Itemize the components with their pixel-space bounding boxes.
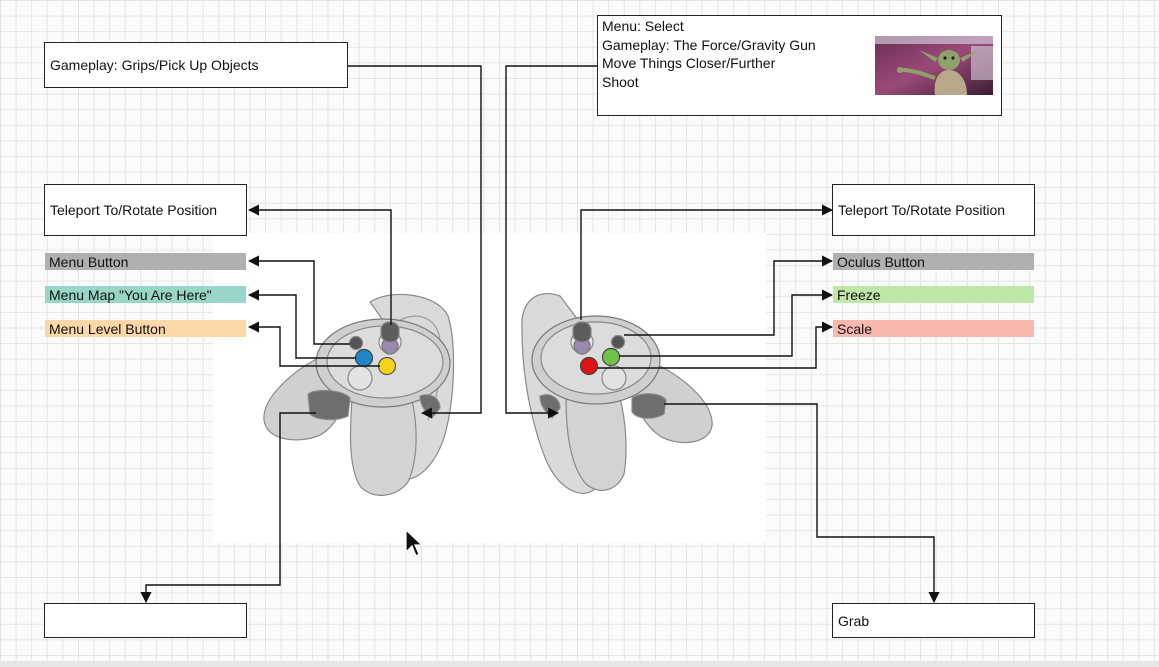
oculus-button-label: Oculus Button xyxy=(837,253,925,270)
left-grip-button xyxy=(307,389,351,421)
bottom-edge xyxy=(0,661,1159,667)
right-b-button xyxy=(601,347,621,367)
left-menu-button xyxy=(348,335,364,351)
trigger-action-line: Gameplay: The Force/Gravity Gun xyxy=(602,36,816,53)
freeze-label: Freeze xyxy=(837,286,881,303)
left-teleport-box[interactable]: Teleport To/Rotate Position xyxy=(44,184,247,236)
line-left-y-to-menu-level xyxy=(247,321,380,367)
menu-level-strip[interactable]: Menu Level Button xyxy=(45,320,246,337)
grab-box[interactable]: Grab xyxy=(832,603,1035,638)
line-left-grip-to-bottom-box xyxy=(140,412,316,604)
menu-button-strip[interactable]: Menu Button xyxy=(45,253,246,270)
menu-button-label: Menu Button xyxy=(49,253,129,270)
oculus-button-strip[interactable]: Oculus Button xyxy=(833,253,1034,270)
grips-label-box[interactable]: Gameplay: Grips/Pick Up Objects xyxy=(44,42,348,88)
line-right-oculus-to-oculus-button xyxy=(624,255,834,336)
line-right-thumbstick-to-teleport xyxy=(580,204,834,320)
scale-label: Scale xyxy=(837,320,873,337)
line-left-menu-to-menu-button xyxy=(247,255,350,345)
line-right-b-to-freeze xyxy=(619,289,834,357)
right-touch-controller xyxy=(521,293,713,494)
left-bottom-box[interactable] xyxy=(44,603,247,638)
right-controller-grip xyxy=(565,397,627,491)
right-grip-button xyxy=(631,393,667,419)
line-left-x-to-menu-map xyxy=(247,289,356,359)
trigger-action-line: Move Things Closer/Further xyxy=(602,55,776,71)
grips-label: Gameplay: Grips/Pick Up Objects xyxy=(50,57,259,73)
menu-map-label: Menu Map "You Are Here" xyxy=(49,286,212,303)
line-left-thumbstick-to-teleport xyxy=(247,204,392,325)
grab-label: Grab xyxy=(838,612,870,629)
left-thumbstick xyxy=(380,321,400,343)
line-right-grip-to-grab xyxy=(664,403,940,604)
mouse-cursor-icon xyxy=(405,528,424,557)
right-teleport-label: Teleport To/Rotate Position xyxy=(838,202,1006,218)
menu-map-strip[interactable]: Menu Map "You Are Here" xyxy=(45,286,246,303)
right-oculus-button xyxy=(610,334,626,350)
scale-strip[interactable]: Scale xyxy=(833,320,1034,337)
yoda-photo xyxy=(875,36,993,95)
left-y-button xyxy=(377,356,397,376)
left-controller-grip xyxy=(349,397,417,496)
line-right-a-to-scale xyxy=(597,321,834,369)
trigger-action-line: Menu: Select xyxy=(602,18,684,34)
menu-level-label: Menu Level Button xyxy=(49,320,166,337)
right-a-button xyxy=(579,356,599,376)
left-touch-controller xyxy=(263,293,455,496)
line-grips-to-left-grip xyxy=(347,65,482,419)
right-teleport-box[interactable]: Teleport To/Rotate Position xyxy=(832,184,1035,236)
trigger-action-line: Shoot xyxy=(602,73,639,90)
freeze-strip[interactable]: Freeze xyxy=(833,286,1034,303)
left-teleport-label: Teleport To/Rotate Position xyxy=(50,202,218,218)
left-x-button xyxy=(354,348,374,368)
right-thumbstick xyxy=(572,321,592,343)
line-trigger-label-to-right-trigger xyxy=(505,65,598,419)
